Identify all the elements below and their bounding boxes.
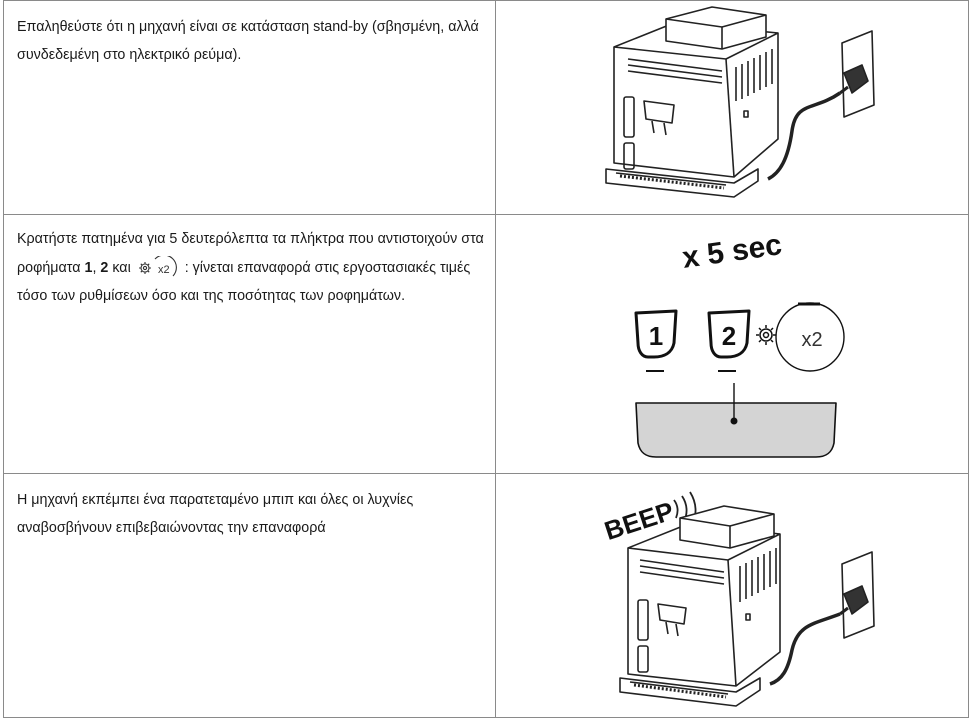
key-2-label: 2 xyxy=(100,259,109,276)
instruction-table: Επαληθεύστε ότι η μηχανή είναι σε κατάστ… xyxy=(3,0,969,718)
button-2-label: 2 xyxy=(722,321,736,351)
button-1-label: 1 xyxy=(649,321,663,351)
coffee-machine-beep-illustration: BEEP xyxy=(496,474,968,717)
duration-label: x 5 sec xyxy=(680,228,784,275)
row-1-text: Επαληθεύστε ότι η μηχανή είναι σε κατάστ… xyxy=(4,1,496,214)
key-1-label: 1 xyxy=(84,259,93,276)
table-row: Επαληθεύστε ότι η μηχανή είναι σε κατάστ… xyxy=(4,1,968,214)
row-3-text: Η μηχανή εκπέμπει ένα παρατεταμένο μπιπ … xyxy=(4,474,496,717)
table-row: Η μηχανή εκπέμπει ένα παρατεταμένο μπιπ … xyxy=(4,473,968,717)
settings-x2-icon: x2 xyxy=(135,254,181,280)
svg-text:x2: x2 xyxy=(158,264,170,276)
settings-x2-label: x2 xyxy=(801,329,822,351)
coffee-machine-plugged-illustration xyxy=(496,1,968,214)
button-press-illustration: x 5 sec xyxy=(496,215,968,473)
table-row: Κρατήστε πατημένα για 5 δευτερόλεπτα τα … xyxy=(4,214,968,473)
row-2-text: Κρατήστε πατημένα για 5 δευτερόλεπτα τα … xyxy=(4,215,496,473)
